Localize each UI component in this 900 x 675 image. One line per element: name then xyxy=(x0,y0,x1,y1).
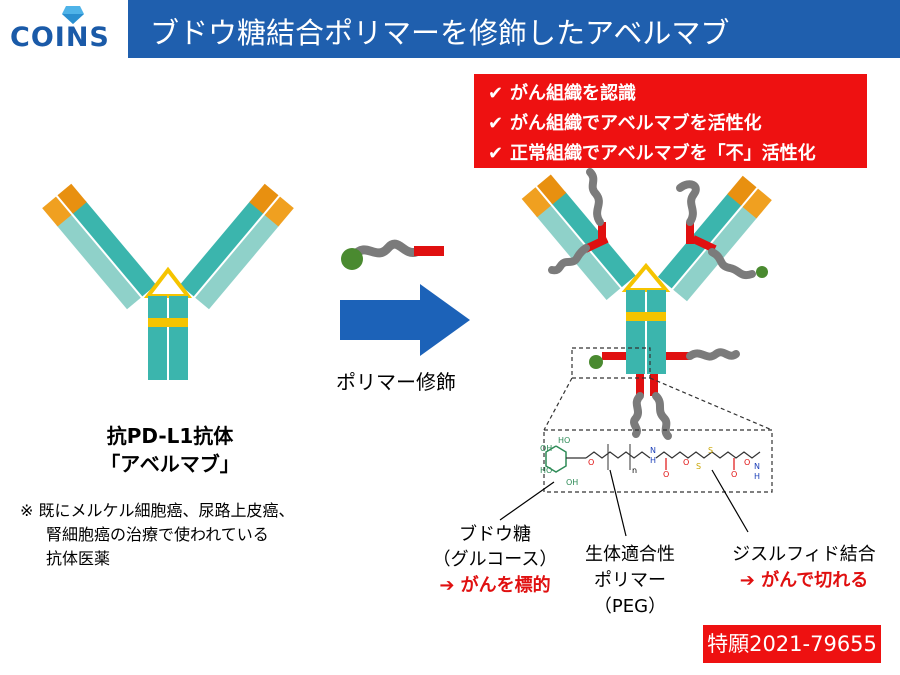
chem-nh-label: N xyxy=(754,462,760,471)
chem-s-label: S xyxy=(708,446,714,455)
chem-s-label: S xyxy=(696,462,702,471)
disulfide-effect: ➔ がんで切れる xyxy=(739,570,869,591)
chem-n-subscript: n xyxy=(632,466,638,475)
note-line: 抗体医薬 xyxy=(46,549,111,568)
chem-oh-label: OH xyxy=(566,478,579,487)
zoom-source-box xyxy=(571,347,651,379)
logo: COINS xyxy=(0,0,128,58)
chem-o-label: O xyxy=(744,458,751,467)
disulfide-label: ジスルフィド結合 xyxy=(732,544,876,565)
effect-text: がん組織を認識 xyxy=(510,83,636,104)
effect-text: がん組織でアベルマブを活性化 xyxy=(510,113,762,134)
effect-item: ✔ 正常組織でアベルマブを「不」活性化 xyxy=(488,139,816,165)
chem-ho-label: HO xyxy=(558,436,571,445)
chem-o-label: O xyxy=(588,458,595,467)
effect-item: ✔ がん組織を認識 xyxy=(488,79,636,105)
effect-item: ✔ がん組織でアベルマブを活性化 xyxy=(488,109,762,135)
note-line: 腎細胞癌の治療で使われている xyxy=(46,525,269,544)
chem-o-label: O xyxy=(731,470,738,479)
chem-nh-label: N xyxy=(650,446,656,455)
note-line: ※ 既にメルケル細胞癌、尿路上皮癌、 xyxy=(20,501,295,520)
chem-oh-label: OH xyxy=(540,444,553,453)
glucose-sublabel: （グルコース） xyxy=(432,549,558,570)
check-icon: ✔ xyxy=(488,143,504,164)
chem-h-label: H xyxy=(754,472,761,481)
glucose-effect: ➔ がんを標的 xyxy=(439,575,551,596)
effects-box: ✔ がん組織を認識 ✔ がん組織でアベルマブを活性化 ✔ 正常組織でアベルマブを「不」… xyxy=(474,74,867,168)
page-title: ブドウ糖結合ポリマーを修飾したアベルマブ xyxy=(150,16,730,50)
polymer-glucose-icon xyxy=(341,239,444,270)
antibody-name: 抗PD-L1抗体 xyxy=(106,424,234,448)
effect-text: 正常組織でアベルマブを「不」活性化 xyxy=(510,143,816,164)
logo-text: COINS xyxy=(10,22,110,53)
chemical-structure xyxy=(499,444,761,537)
modified-antibody-icon xyxy=(521,168,772,440)
header-bar xyxy=(0,0,900,58)
polymer-sublabel: ポリマー xyxy=(594,570,666,591)
check-icon: ✔ xyxy=(488,113,504,134)
antibody-icon xyxy=(42,183,294,380)
patent-badge: 特願2021-79655 xyxy=(703,625,881,663)
glucose-label: ブドウ糖 xyxy=(459,524,531,545)
logo-gem-icon xyxy=(62,6,84,24)
antibody-brand: 「アベルマブ」 xyxy=(100,452,240,476)
chemical-structure-box xyxy=(543,429,773,493)
polymer-abbrev: （PEG） xyxy=(593,596,667,617)
chem-h-label: H xyxy=(650,456,657,465)
arrow-label: ポリマー修飾 xyxy=(336,370,456,394)
check-icon: ✔ xyxy=(488,83,504,104)
arrow-icon xyxy=(340,284,470,356)
polymer-label: 生体適合性 xyxy=(585,544,675,565)
chem-ho-label: HO xyxy=(540,466,553,475)
chem-o-label: O xyxy=(683,458,690,467)
chem-o-label: O xyxy=(663,470,670,479)
